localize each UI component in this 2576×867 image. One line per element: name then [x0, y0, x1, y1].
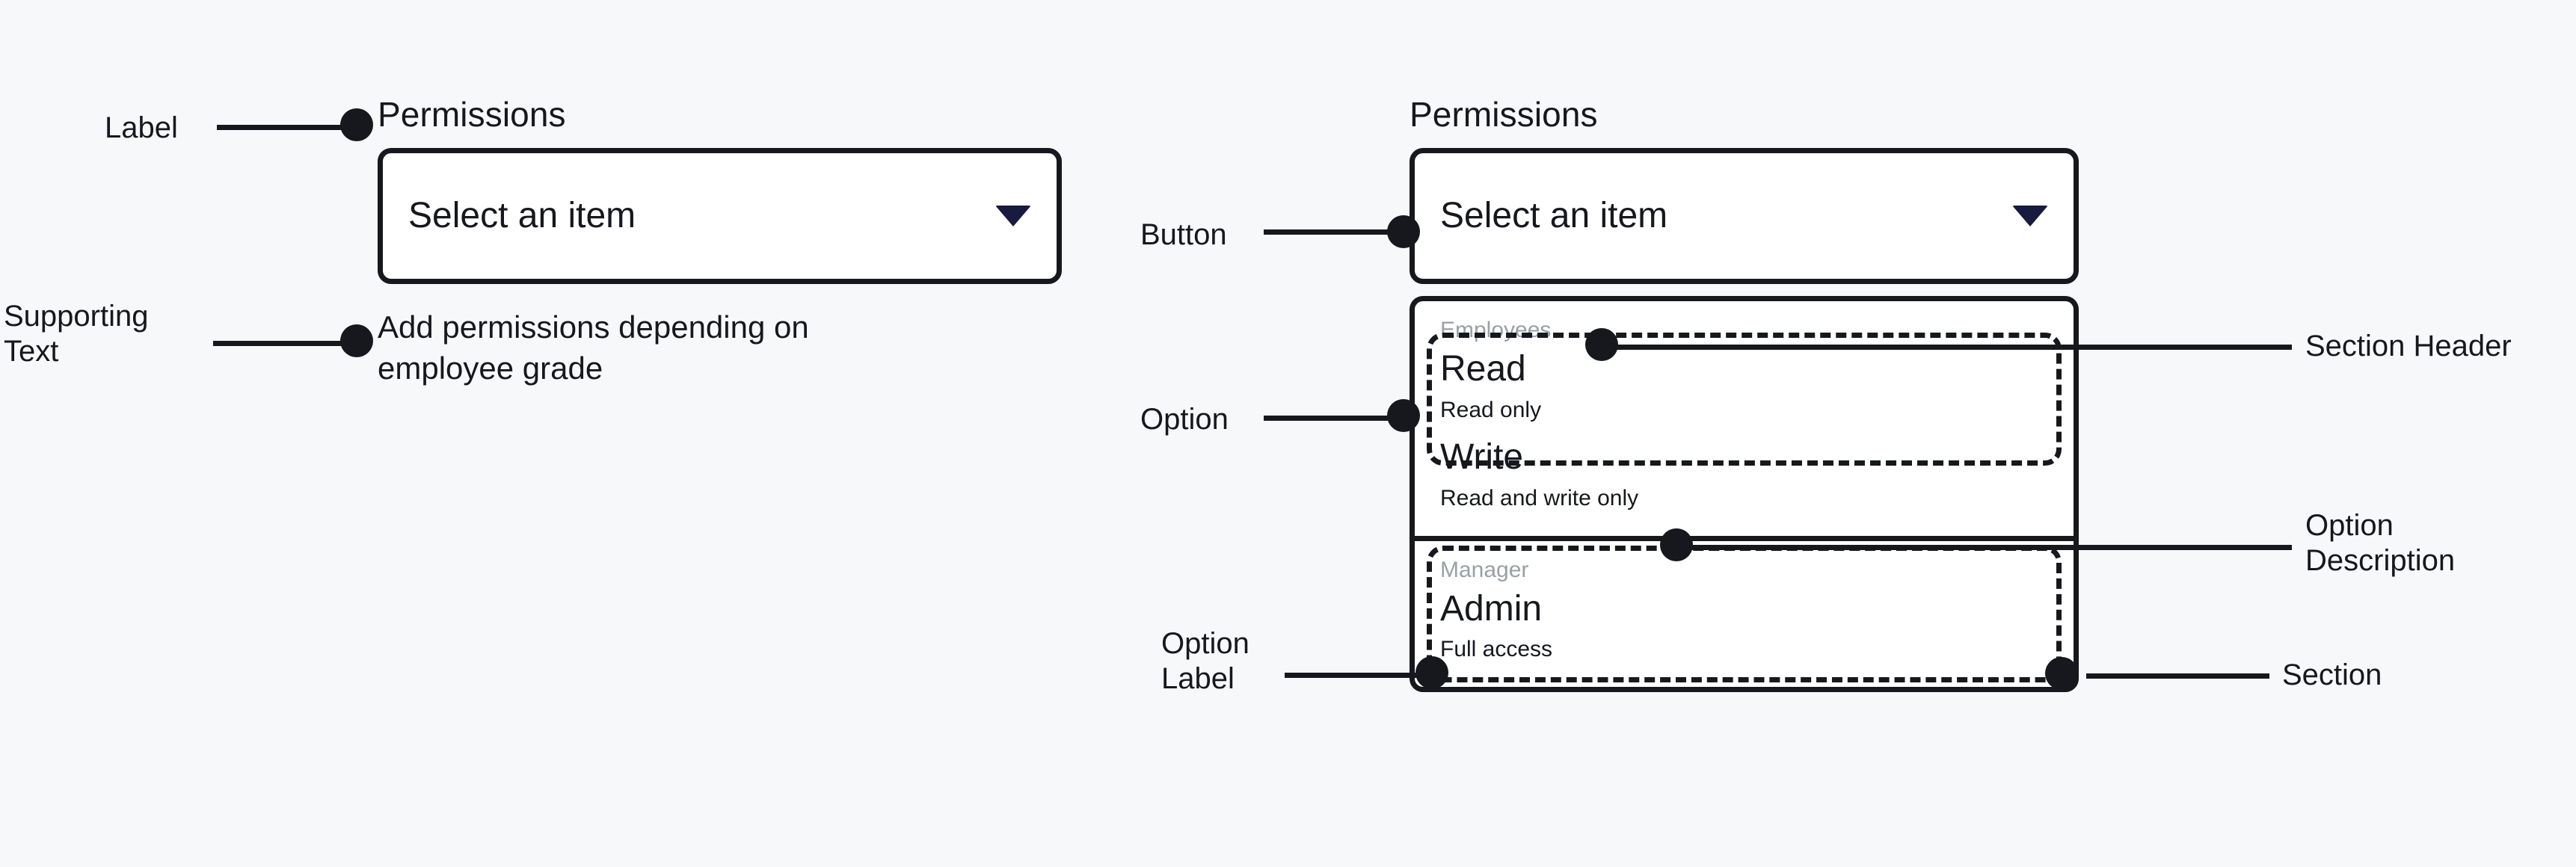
field-label: Permissions	[378, 95, 566, 134]
option-label: Write	[1440, 436, 1524, 477]
annotation-label-supporting-text: Supporting Text	[4, 300, 149, 368]
annotation-leader-line	[1285, 673, 1427, 678]
section-header: Manager	[1440, 557, 1529, 582]
field-label: Permissions	[1410, 95, 1598, 134]
annotation-leader-line	[1264, 229, 1398, 235]
option-description: Read and write only	[1440, 485, 1639, 510]
chevron-down-icon	[2012, 206, 2048, 226]
annotation-label-button: Button	[1140, 218, 1227, 251]
annotation-leader-line	[213, 341, 355, 346]
annotation-anchor-dot	[1585, 328, 1618, 361]
listbox-option-write[interactable]: Write Read and write only	[1415, 434, 2074, 522]
select-anatomy-collapsed-example: Permissions Select an item Add permissio…	[378, 97, 1062, 389]
annotation-leader-line	[1611, 345, 2292, 350]
annotation-anchor-dot	[2045, 657, 2078, 690]
annotation-anchor-dot	[340, 108, 373, 141]
annotation-label-label: Label	[105, 111, 178, 144]
annotation-anchor-dot	[340, 324, 373, 357]
select-trigger-button[interactable]: Select an item	[378, 148, 1062, 284]
select-value-text: Select an item	[1440, 196, 1668, 235]
option-label: Read	[1440, 349, 1526, 389]
annotation-label-section: Section	[2282, 658, 2382, 691]
select-anatomy-open-example: Permissions Select an item Employees Rea…	[1410, 95, 2079, 693]
supporting-text: Add permissions depending on employee gr…	[378, 309, 809, 386]
option-description: Read only	[1440, 397, 1542, 422]
annotation-label-option-description: Option Description	[2305, 509, 2456, 578]
listbox-option-read[interactable]: Read Read only	[1415, 346, 2074, 434]
option-description: Full access	[1440, 637, 1553, 662]
listbox-section-manager: Manager Admin Full access	[1415, 535, 2074, 688]
select-value-text: Select an item	[408, 196, 636, 235]
annotation-leader-line	[1264, 416, 1398, 421]
annotation-leader-line	[1686, 545, 2292, 550]
select-trigger-button[interactable]: Select an item	[1410, 148, 2079, 284]
annotation-anchor-dot	[1387, 215, 1420, 248]
section-header: Employees	[1440, 318, 1552, 342]
select-listbox: Employees Read Read only Write Read and …	[1410, 296, 2079, 693]
option-label: Admin	[1440, 588, 1543, 629]
listbox-option-admin[interactable]: Admin Full access	[1415, 586, 2074, 674]
annotation-anchor-dot	[1415, 656, 1448, 689]
annotation-anchor-dot	[1660, 528, 1693, 561]
annotation-label-section-header: Section Header	[2305, 330, 2512, 362]
annotation-leader-line	[217, 125, 351, 130]
chevron-down-icon	[995, 206, 1031, 226]
listbox-section-employees: Employees Read Read only Write Read and …	[1415, 301, 2074, 535]
annotation-label-option-label: Option Label	[1161, 627, 1249, 696]
annotation-label-option: Option	[1140, 403, 1229, 436]
annotation-anchor-dot	[1387, 399, 1420, 432]
annotation-leader-line	[2086, 673, 2269, 679]
